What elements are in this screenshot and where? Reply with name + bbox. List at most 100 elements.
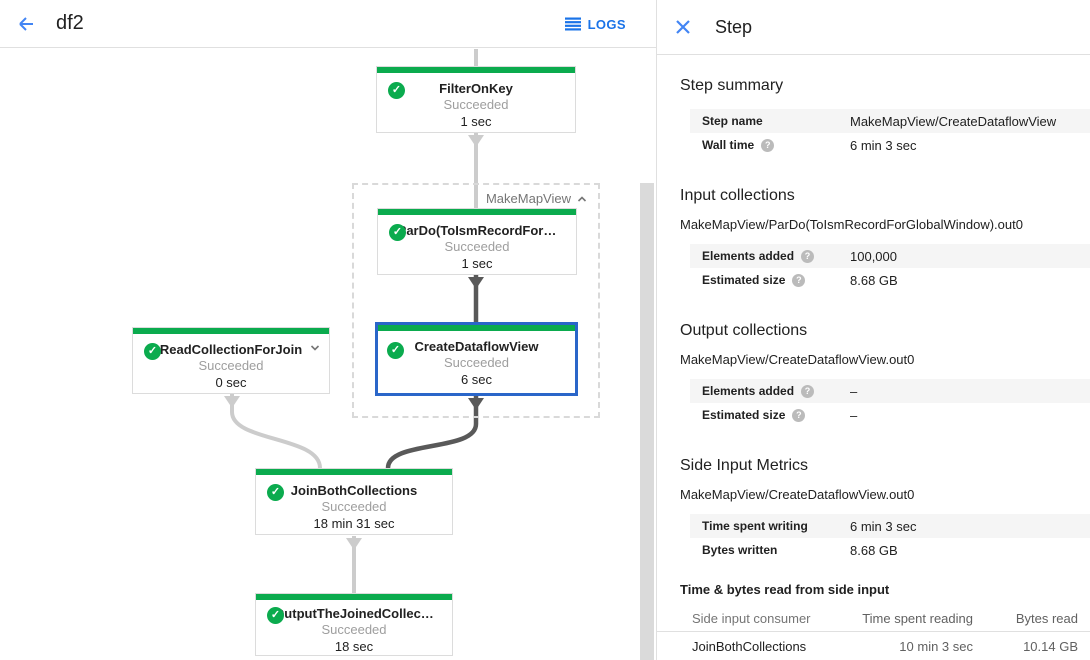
node-title: FilterOnKey bbox=[439, 81, 513, 96]
help-icon[interactable]: ? bbox=[801, 384, 815, 398]
arrow-back-icon bbox=[19, 16, 33, 31]
step-panel-body: Step summary Step name MakeMapView/Creat… bbox=[657, 55, 1090, 660]
node-time: 18 min 31 sec bbox=[313, 516, 395, 531]
graph-node-createdataflowview[interactable]: ✓ CreateDataflowView Succeeded 6 sec bbox=[375, 322, 578, 396]
kv-label: Elements added bbox=[702, 249, 795, 263]
logs-button[interactable]: LOGS bbox=[564, 0, 626, 48]
graph-node-filteronkey[interactable]: ✓ FilterOnKey Succeeded 1 sec bbox=[376, 66, 576, 133]
logs-label: LOGS bbox=[587, 16, 626, 32]
node-status: Succeeded bbox=[444, 239, 510, 254]
kv-label: Estimated size bbox=[702, 408, 786, 422]
help-icon[interactable]: ? bbox=[792, 408, 806, 422]
close-panel-button[interactable] bbox=[663, 7, 703, 47]
kv-label: Time spent writing bbox=[702, 519, 808, 533]
status-bar bbox=[133, 328, 329, 334]
kv-value: 8.68 GB bbox=[850, 272, 898, 288]
section-step-summary: Step summary Step name MakeMapView/Creat… bbox=[657, 77, 1090, 157]
graph-node-joinbothcollections[interactable]: ✓ JoinBothCollections Succeeded 18 min 3… bbox=[255, 468, 453, 535]
section-output-collections: Output collections MakeMapView/CreateDat… bbox=[657, 322, 1090, 427]
help-icon[interactable]: ? bbox=[761, 138, 775, 152]
help-icon[interactable]: ? bbox=[801, 249, 815, 263]
collection-name: MakeMapView/CreateDataflowView.out0 bbox=[680, 487, 915, 502]
kv-label: Bytes written bbox=[702, 543, 778, 557]
graph-node-readcollectionforjoin[interactable]: ✓ ReadCollectionForJoin Succeeded 0 sec bbox=[132, 327, 330, 394]
kv-value: 8.68 GB bbox=[850, 542, 898, 558]
column-header-time: Time spent reading bbox=[862, 610, 973, 626]
graph-node-pardo-toismrecord[interactable]: ✓ ParDo(ToIsmRecordFor… Succeeded 1 sec bbox=[377, 208, 577, 275]
column-header-consumer: Side input consumer bbox=[692, 610, 811, 626]
status-bar bbox=[378, 209, 576, 215]
kv-row-estimated-size: Estimated size ? 8.68 GB bbox=[690, 268, 1090, 292]
kv-label: Step name bbox=[702, 114, 763, 128]
section-side-input-table: Time & bytes read from side input Side i… bbox=[657, 582, 1090, 660]
arrowhead-icon bbox=[468, 135, 484, 147]
chevron-up-icon bbox=[577, 195, 587, 202]
section-title: Input collections bbox=[680, 187, 795, 204]
makemapview-group-toggle[interactable]: MakeMapView bbox=[360, 191, 588, 206]
node-time: 1 sec bbox=[460, 114, 492, 129]
vertical-scrollbar-thumb[interactable] bbox=[640, 183, 654, 660]
section-title: Step summary bbox=[680, 77, 784, 94]
cell-consumer: JoinBothCollections bbox=[692, 639, 807, 654]
status-bar bbox=[378, 325, 575, 331]
kv-row-elements-added: Elements added ? – bbox=[690, 379, 1090, 403]
node-status: Succeeded bbox=[321, 622, 387, 637]
success-check-icon: ✓ bbox=[388, 82, 405, 99]
node-title: JoinBothCollections bbox=[290, 483, 418, 498]
kv-row-wall-time: Wall time ? 6 min 3 sec bbox=[690, 133, 1090, 157]
node-title: OutputTheJoinedCollec… bbox=[274, 606, 434, 621]
job-title: df2 bbox=[56, 12, 84, 34]
node-status: Succeeded bbox=[443, 97, 509, 112]
back-button[interactable] bbox=[6, 4, 46, 44]
column-header-bytes: Bytes read bbox=[1015, 610, 1078, 626]
section-input-collections: Input collections MakeMapView/ParDo(ToIs… bbox=[657, 187, 1090, 292]
pipeline-graph-canvas[interactable]: MakeMapView ✓ FilterOnKey Succeeded 1 se… bbox=[0, 0, 656, 660]
collection-name: MakeMapView/ParDo(ToIsmRecordForGlobalWi… bbox=[680, 217, 1023, 232]
step-details-panel: Step Step summary Step name MakeMapView/… bbox=[656, 0, 1090, 660]
kv-value: – bbox=[850, 383, 858, 399]
node-time: 1 sec bbox=[461, 256, 493, 271]
section-title: Output collections bbox=[680, 322, 808, 339]
expand-node-button[interactable] bbox=[308, 341, 322, 360]
kv-row-step-name: Step name MakeMapView/CreateDataflowView bbox=[690, 109, 1090, 133]
job-header: df2 LOGS bbox=[0, 0, 656, 48]
table-header-row: Side input consumer Time spent reading B… bbox=[657, 605, 1090, 632]
panel-title: Step bbox=[715, 16, 753, 37]
status-bar bbox=[256, 469, 452, 475]
status-bar bbox=[377, 67, 575, 73]
node-status: Succeeded bbox=[198, 358, 264, 373]
kv-value: 100,000 bbox=[850, 248, 897, 264]
help-icon[interactable]: ? bbox=[792, 273, 806, 287]
node-status: Succeeded bbox=[321, 499, 387, 514]
success-check-icon: ✓ bbox=[267, 607, 284, 624]
success-check-icon: ✓ bbox=[144, 343, 161, 360]
cell-time: 10 min 3 sec bbox=[899, 639, 973, 654]
kv-value: – bbox=[850, 407, 858, 423]
kv-row-estimated-size: Estimated size ? – bbox=[690, 403, 1090, 427]
node-title: ParDo(ToIsmRecordFor… bbox=[397, 223, 557, 238]
status-bar bbox=[256, 594, 452, 600]
step-panel-header: Step bbox=[657, 0, 1090, 55]
table-row: JoinBothCollections 10 min 3 sec 10.14 G… bbox=[657, 632, 1090, 660]
node-title: ReadCollectionForJoin bbox=[159, 342, 303, 357]
success-check-icon: ✓ bbox=[387, 342, 404, 359]
node-title: CreateDataflowView bbox=[414, 339, 539, 354]
graph-node-outputthejoinedcollection[interactable]: ✓ OutputTheJoinedCollec… Succeeded 18 se… bbox=[255, 593, 453, 656]
node-status: Succeeded bbox=[443, 355, 510, 370]
node-time: 18 sec bbox=[334, 639, 374, 654]
section-side-input-metrics: Side Input Metrics MakeMapView/CreateDat… bbox=[657, 457, 1090, 562]
table-title: Time & bytes read from side input bbox=[680, 582, 890, 597]
collection-name: MakeMapView/CreateDataflowView.out0 bbox=[680, 352, 915, 367]
kv-row-bytes-written: Bytes written 8.68 GB bbox=[690, 538, 1090, 562]
kv-label: Estimated size bbox=[702, 273, 786, 287]
kv-row-time-spent-writing: Time spent writing 6 min 3 sec bbox=[690, 514, 1090, 538]
group-label: MakeMapView bbox=[485, 191, 571, 206]
node-time: 0 sec bbox=[215, 375, 247, 390]
section-title: Side Input Metrics bbox=[680, 457, 809, 474]
pipeline-graph-pane: MakeMapView ✓ FilterOnKey Succeeded 1 se… bbox=[0, 0, 656, 660]
node-time: 6 sec bbox=[460, 372, 493, 387]
makemapview-group-box bbox=[352, 183, 600, 418]
kv-label: Wall time bbox=[702, 138, 755, 152]
success-check-icon: ✓ bbox=[389, 224, 406, 241]
